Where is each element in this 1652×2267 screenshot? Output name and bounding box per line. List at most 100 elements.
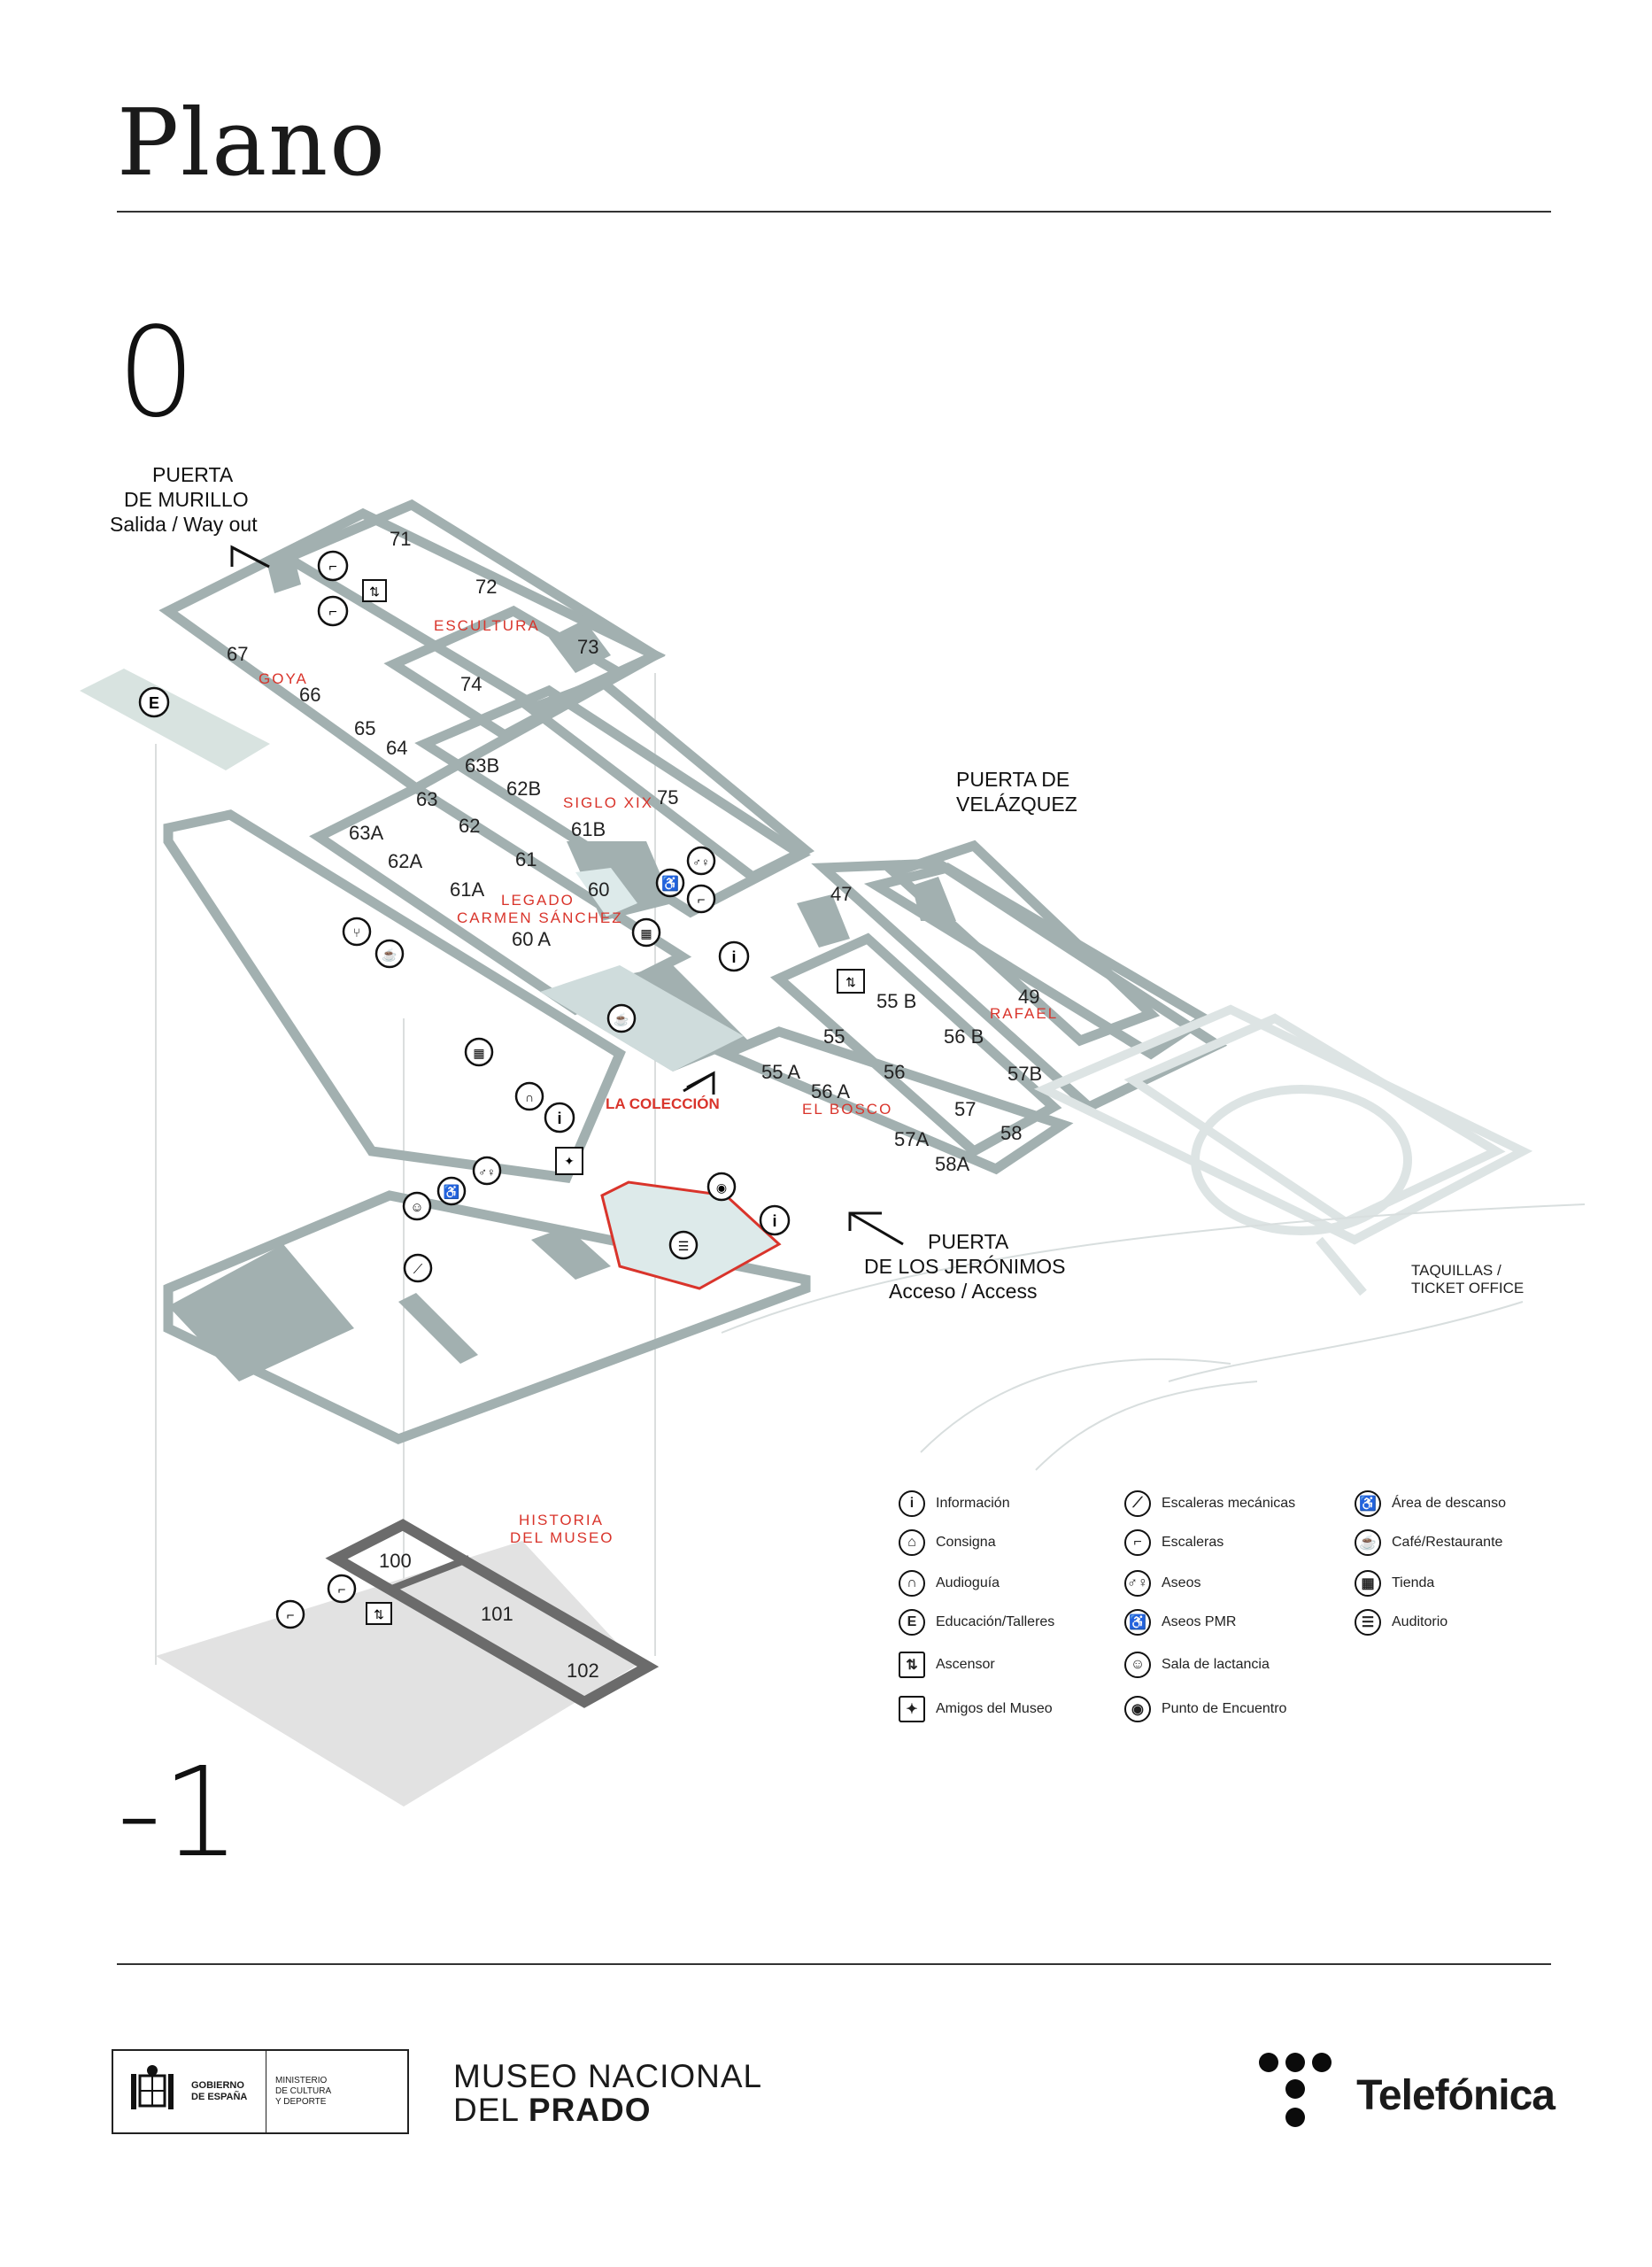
audioguide-icon[interactable]: ∩ [514, 1081, 544, 1111]
info-icon[interactable]: i [718, 940, 750, 972]
stairs-icon[interactable]: ⌐ [327, 1574, 357, 1604]
room-55a: 55 A [761, 1061, 800, 1083]
toilets-icon[interactable]: ♂♀ [472, 1156, 502, 1186]
toilets-icon[interactable]: ♂♀ [686, 846, 716, 876]
restaurant-icon[interactable]: ⑂ [342, 917, 372, 947]
cafe-icon[interactable]: ☕ [606, 1003, 637, 1033]
svg-text:♂♀: ♂♀ [478, 1165, 496, 1179]
stairs-icon[interactable]: ⌐ [686, 884, 716, 914]
legend-item-elevator: ⇅Ascensor [899, 1652, 995, 1678]
legado-area [575, 868, 637, 917]
svg-text:⌐: ⌐ [287, 1608, 295, 1623]
door-murillo-line2: DE MURILLO [124, 488, 249, 511]
room-56a: 56 A [811, 1080, 850, 1103]
door-labels: PUERTA DE MURILLO Salida / Way out PUERT… [110, 463, 1524, 1303]
escalator-icon[interactable]: ⟋ [403, 1253, 433, 1283]
stairs-icon[interactable]: ⌐ [317, 550, 349, 582]
svg-text:⑂: ⑂ [353, 925, 360, 940]
audioguide-icon: ∩ [899, 1570, 925, 1597]
auditorium-icon: ☰ [1355, 1609, 1381, 1636]
legend-label: Audioguía [936, 1575, 1000, 1590]
nursing-room-icon[interactable]: ☺ [402, 1191, 432, 1221]
accessible-toilets-icon[interactable]: ♿ [436, 1176, 467, 1206]
room-62b: 62B [506, 778, 541, 800]
door-murillo-line1: PUERTA [152, 463, 234, 486]
toilets-icon: ♂♀ [1124, 1570, 1151, 1597]
legend-label: Escaleras mecánicas [1162, 1496, 1296, 1511]
room-47: 47 [830, 883, 852, 905]
education-icon[interactable]: E [138, 686, 170, 718]
room-56b: 56 B [944, 1025, 984, 1048]
nursing-room-icon: ☺ [1124, 1652, 1151, 1678]
legend-label: Área de descanso [1392, 1496, 1506, 1511]
auditorium-icon[interactable]: ☰ [668, 1230, 699, 1260]
friends-icon[interactable]: ✦ [555, 1147, 583, 1175]
room-61: 61 [515, 848, 537, 870]
garden-paths [721, 1203, 1586, 1471]
map-icons[interactable]: E ⌐ ⌐ ⇅ ♿ ♂♀ ⌐ ▦ i ⇅ ⑂ ☕ ☕ ▦ ∩ i ✦ ♂♀ ♿ … [138, 550, 865, 1629]
svg-text:i: i [731, 948, 736, 966]
accessible-toilets-icon[interactable]: ♿ [655, 868, 685, 898]
room-64: 64 [386, 737, 407, 759]
room-63a: 63A [349, 822, 383, 844]
svg-text:∩: ∩ [525, 1090, 534, 1104]
bottom-divider [117, 1963, 1551, 1965]
stairs-icon[interactable]: ⌐ [317, 595, 349, 627]
section-rafael: RAFAEL [990, 1005, 1058, 1022]
svg-text:⌐: ⌐ [328, 560, 336, 575]
legend-label: Auditorio [1392, 1614, 1448, 1629]
legend-item-friends: ✦Amigos del Museo [899, 1696, 1053, 1722]
stairs-icon: ⌐ [1124, 1529, 1151, 1556]
legend-item-cloakroom: ⌂Consigna [899, 1529, 996, 1556]
door-murillo-line3: Salida / Way out [110, 513, 258, 536]
elevator-icon[interactable]: ⇅ [366, 1602, 392, 1625]
room-63: 63 [416, 788, 437, 810]
svg-text:⌐: ⌐ [698, 893, 706, 908]
legend-label: Consigna [936, 1535, 996, 1550]
room-61a: 61A [450, 878, 484, 901]
shop-icon[interactable]: ▦ [631, 917, 661, 948]
cafe-icon: ☕ [1355, 1529, 1381, 1556]
stairs-icon[interactable]: ⌐ [275, 1599, 305, 1629]
jeronimos-building [1033, 1004, 1533, 1296]
info-icon[interactable]: i [759, 1204, 791, 1236]
svg-text:▦: ▦ [473, 1046, 484, 1060]
svg-text:⇅: ⇅ [845, 975, 856, 989]
cafe-icon[interactable]: ☕ [374, 939, 405, 969]
legend-item-accessible-toilets: ♿Aseos PMR [1124, 1609, 1236, 1636]
room-58: 58 [1000, 1122, 1022, 1144]
section-historia: HISTORIA [519, 1512, 604, 1528]
elevator-icon[interactable]: ⇅ [362, 579, 387, 602]
accessible-toilets-icon: ♿ [1124, 1609, 1151, 1636]
svg-text:♿: ♿ [661, 875, 679, 892]
svg-text:⌐: ⌐ [328, 605, 336, 620]
room-101: 101 [481, 1603, 513, 1625]
friends-icon: ✦ [899, 1696, 925, 1722]
meeting-point-icon[interactable]: ◉ [706, 1172, 737, 1202]
education-zone [80, 669, 270, 770]
floor-minus1-plan [156, 1519, 660, 1807]
section-siglo-xix: SIGLO XIX [563, 794, 653, 811]
svg-text:☕: ☕ [614, 1011, 629, 1027]
legend-item-meeting-point: ◉Punto de Encuentro [1124, 1696, 1286, 1722]
svg-text:▦: ▦ [640, 926, 652, 940]
legend-label: Educación/Talleres [936, 1614, 1055, 1629]
legend-item-nursing-room: ☺ Sala de lactancia [1124, 1652, 1270, 1678]
legend-item-rest-area: ♿Área de descanso [1355, 1490, 1506, 1517]
svg-text:⇅: ⇅ [374, 1607, 384, 1621]
room-55: 55 [823, 1025, 845, 1048]
room-62: 62 [459, 815, 480, 837]
page-title: Plano [117, 89, 387, 197]
coat-of-arms-icon [120, 2060, 184, 2124]
legend-label: Sala de lactancia [1162, 1657, 1270, 1672]
elevator-icon[interactable]: ⇅ [837, 969, 865, 994]
shop-icon[interactable]: ▦ [464, 1037, 494, 1067]
taquillas-line1: TAQUILLAS / [1411, 1262, 1501, 1279]
svg-text:✦: ✦ [564, 1154, 575, 1168]
info-icon[interactable]: i [544, 1102, 575, 1134]
legend-label: Escaleras [1162, 1535, 1224, 1550]
